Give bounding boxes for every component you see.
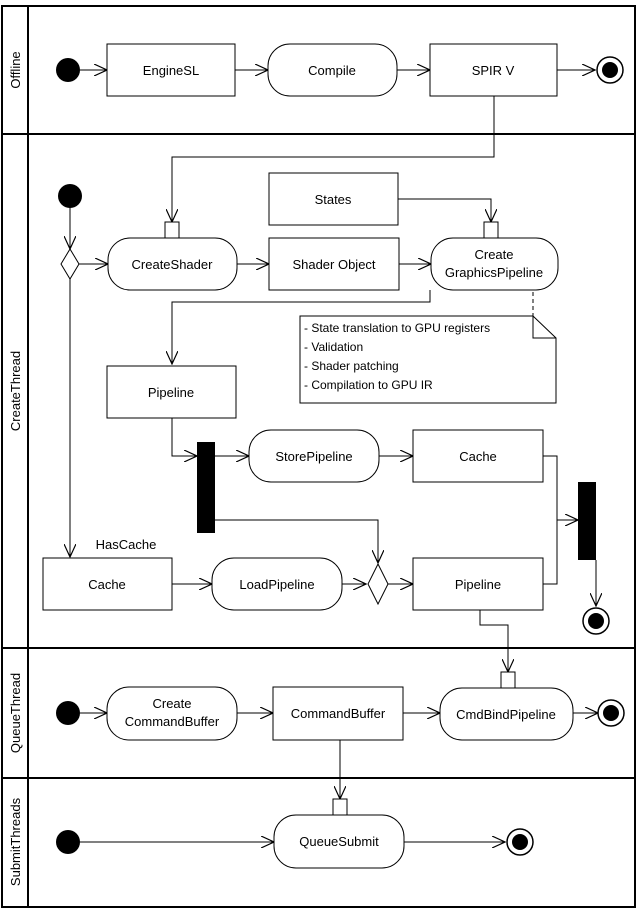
action-load-pipeline: LoadPipeline [211,557,343,611]
cmd-bind-pipeline-label: CmdBindPipeline [456,707,556,722]
decision-node-cache [60,248,80,280]
initial-nodes [56,58,82,854]
load-pipeline-label: LoadPipeline [239,577,314,592]
queue-submit-input-pin [332,798,348,816]
join-bar [578,482,596,560]
object-node-pipeline-bottom: Pipeline [412,557,544,611]
shader-object-label: Shader Object [292,257,375,272]
cache-bottom-label: Cache [88,577,126,592]
action-store-pipeline: StorePipeline [248,429,380,483]
object-node-cache-bottom: Cache [42,557,173,611]
object-node-shader-object: Shader Object [268,237,400,291]
object-node-engine-sl: EngineSL [106,43,236,97]
final-node-create-thread [582,607,610,635]
create-graphics-pipeline-input-pin [483,221,499,239]
engine-sl-label: EngineSL [143,63,199,78]
note-graphics-pipeline: - State translation to GPU registers - V… [299,315,557,404]
start-node-offline [56,58,80,82]
action-compile: Compile [267,43,398,97]
start-node-create-thread [58,184,82,208]
object-node-states: States [268,172,399,226]
final-node-queue-thread [597,699,625,727]
create-command-buffer-label-line2: CommandBuffer [125,714,220,729]
final-node-submit-threads [506,828,534,856]
spir-v-label: SPIR V [472,63,515,78]
action-create-graphics-pipeline: Create GraphicsPipeline [430,237,559,291]
create-shader-input-pin [164,221,180,239]
object-node-cache-top: Cache [412,429,544,483]
create-graphics-pipeline-label-line1: Create [474,247,513,262]
lane-label-submit-threads: SubmitThreads [8,797,23,886]
create-command-buffer-label-line1: Create [152,696,191,711]
pipeline-bottom-label: Pipeline [455,577,501,592]
command-buffer-label: CommandBuffer [291,706,386,721]
merge-node [367,562,389,606]
note-line-state-translation: - State translation to GPU registers [304,321,490,335]
fork-bar [197,442,215,533]
lane-label-queue-thread: QueueThread [8,673,23,753]
cmd-bind-pipeline-input-pin [500,671,516,689]
start-node-submit-threads [56,830,80,854]
object-node-pipeline-top: Pipeline [106,365,237,419]
start-node-queue-thread [56,701,80,725]
final-node-offline [596,56,624,84]
connectors [70,70,598,842]
object-node-spir-v: SPIR V [429,43,558,97]
action-cmd-bind-pipeline: CmdBindPipeline [439,687,574,741]
store-pipeline-label: StorePipeline [275,449,352,464]
note-line-compilation: - Compilation to GPU IR [304,378,433,392]
lane-label-create-thread: CreateThread [8,351,23,431]
states-label: States [315,192,352,207]
compile-label: Compile [308,63,356,78]
action-create-shader: CreateShader [107,237,238,291]
lane-label-offline: Offline [8,51,23,88]
note-line-shader-patching: - Shader patching [304,359,399,373]
action-queue-submit: QueueSubmit [273,814,405,869]
pipeline-top-label: Pipeline [148,385,194,400]
guard-has-cache: HasCache [96,537,157,552]
note-line-validation: - Validation [304,340,363,354]
create-graphics-pipeline-label-line2: GraphicsPipeline [445,265,543,280]
action-create-command-buffer: Create CommandBuffer [106,686,238,741]
create-shader-label: CreateShader [132,257,214,272]
swimlane-frame [1,5,636,908]
object-node-command-buffer: CommandBuffer [272,686,404,741]
queue-submit-label: QueueSubmit [299,834,379,849]
cache-top-label: Cache [459,449,497,464]
